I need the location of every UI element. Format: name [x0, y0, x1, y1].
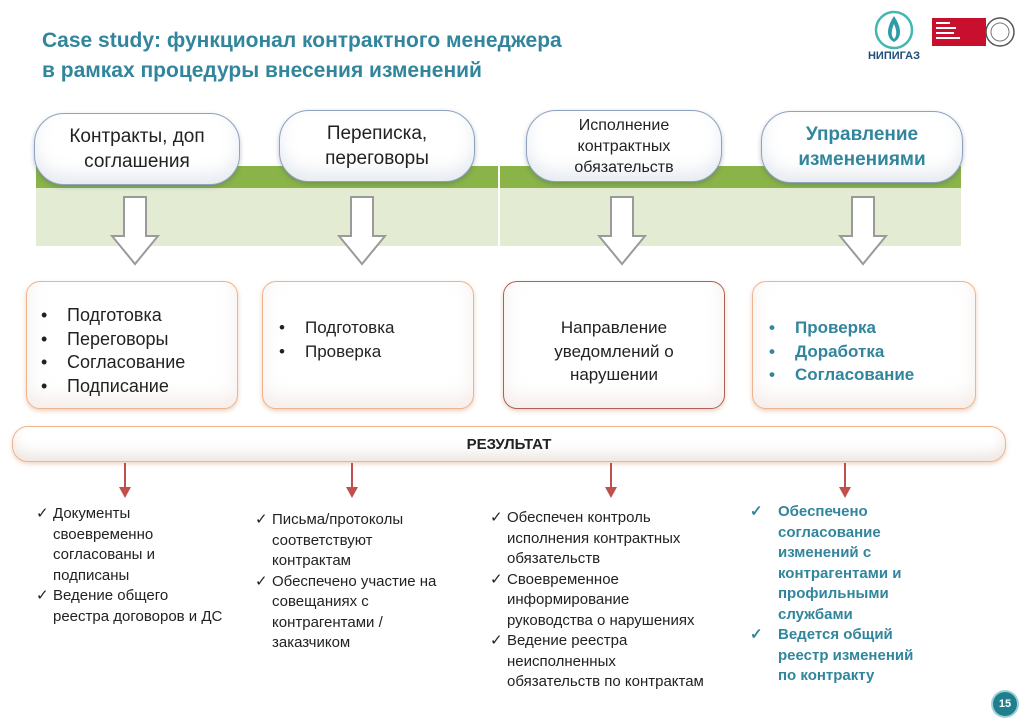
pill-line: переговоры: [325, 148, 429, 169]
pill-line: Контракты, доп: [69, 126, 205, 147]
title-line-2: в рамках процедуры внесения изменений: [42, 59, 482, 82]
card-item: •Согласование: [769, 365, 915, 384]
check-icon: ✓: [490, 509, 503, 526]
check-icon: ✓: [490, 632, 503, 649]
red-down-arrow-icon: [119, 463, 131, 498]
pill-line: изменениями: [798, 149, 926, 170]
pill-line: соглашения: [84, 151, 190, 172]
card-contracts: •Подготовка •Переговоры •Согласование •П…: [26, 281, 238, 409]
card-item: •Подписание: [41, 375, 169, 396]
red-down-arrow-icon: [605, 463, 617, 498]
result-bar: РЕЗУЛЬТАТ: [12, 426, 1006, 462]
pill-line: Управление: [805, 124, 919, 145]
certification-logo: [932, 16, 1016, 48]
check-icon: ✓: [36, 505, 49, 522]
card-item: •Подготовка: [279, 318, 395, 337]
pill-change-management: Управление изменениями: [761, 111, 963, 183]
pill-correspondence: Переписка, переговоры: [279, 110, 475, 182]
check-icon: ✓: [255, 511, 268, 528]
pill-line: Исполнение: [578, 116, 670, 134]
band-divider: [498, 130, 500, 246]
card-change-management: •Проверка •Доработка •Согласование: [752, 281, 976, 409]
page-number: 15: [998, 698, 1012, 710]
card-line: уведомлений о: [554, 341, 674, 361]
pill-line: Переписка,: [326, 123, 428, 144]
pill-line: обязательств: [574, 158, 674, 176]
card-item: •Проверка: [769, 318, 877, 337]
card-line: нарушении: [569, 365, 659, 384]
page-number-badge: 15: [993, 692, 1017, 716]
pill-contracts: Контракты, доп соглашения: [34, 113, 240, 185]
check-icon: ✓: [255, 572, 268, 590]
card-item: •Согласование: [41, 352, 186, 372]
check-icon: ✓: [490, 570, 503, 588]
card-line: Направление: [560, 318, 668, 337]
check-icon: ✓: [36, 587, 49, 604]
red-down-arrow-icon: [346, 463, 358, 498]
pill-line: контрактных: [577, 137, 671, 155]
check-icon: ✓: [750, 503, 763, 520]
card-item: •Переговоры: [41, 328, 169, 349]
card-item: •Доработка: [769, 341, 885, 361]
card-item: •Подготовка: [41, 305, 162, 325]
check-icon: ✓: [750, 626, 763, 643]
down-arrow-icon: [110, 196, 160, 266]
pill-obligations: Исполнение контрактных обязательств: [526, 110, 722, 182]
result-label: РЕЗУЛЬТАТ: [466, 435, 552, 453]
nipigaz-logo: НИПИГАЗ: [856, 8, 932, 68]
logo-text: НИПИГАЗ: [867, 50, 921, 62]
card-correspondence: •Подготовка •Проверка: [262, 281, 474, 409]
page-title: Case study: функционал контрактного мене…: [42, 26, 722, 86]
down-arrow-icon: [597, 196, 647, 266]
down-arrow-icon: [838, 196, 888, 266]
flame-drop-icon: [874, 10, 914, 50]
card-obligations: Направление уведомлений о нарушении: [503, 281, 725, 409]
down-arrow-icon: [337, 196, 387, 266]
card-item: •Проверка: [279, 341, 382, 361]
red-down-arrow-icon: [839, 463, 851, 498]
title-line-1: Case study: функционал контрактного мене…: [42, 29, 562, 52]
